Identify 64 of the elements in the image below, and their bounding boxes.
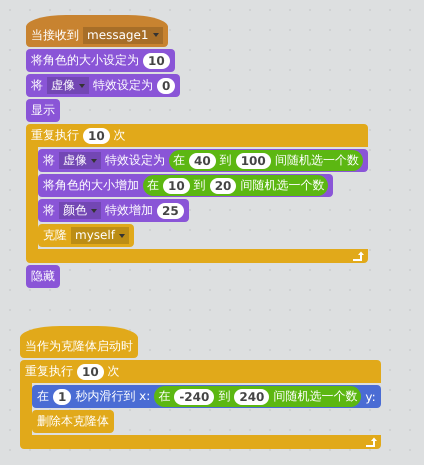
reporter-block	[143, 175, 328, 196]
block-label: 将角色的大小增加	[43, 177, 139, 194]
block-label: 重复执行	[31, 127, 79, 144]
hat-block	[20, 326, 138, 358]
block-label: y:	[365, 390, 376, 404]
number-input: 10	[163, 178, 190, 194]
command-block	[38, 199, 189, 222]
block-label: 重复执行	[25, 363, 73, 380]
block-label: 将角色的大小设定为	[31, 52, 139, 69]
number-input: 1	[53, 388, 72, 404]
block-label: 到	[194, 177, 206, 194]
command-block	[38, 174, 334, 197]
block-label: 隐藏	[31, 268, 55, 285]
block-label: 间随机选一个数	[273, 388, 358, 405]
dropdown-menu: myself	[71, 227, 129, 244]
block-label: 将	[31, 77, 43, 94]
hat-block	[26, 15, 168, 47]
command-block	[26, 99, 60, 122]
number-input: 40	[189, 152, 216, 168]
block-label: 显示	[31, 102, 55, 119]
number-input: 240	[234, 388, 270, 404]
block-label: 到	[220, 152, 232, 169]
command-block	[32, 385, 381, 408]
block-label: 当接收到	[31, 26, 79, 44]
number-input: 20	[210, 178, 236, 194]
block-label: 秒内滑行到 x:	[75, 388, 150, 405]
number-input: 10	[143, 52, 170, 68]
block-label: 在	[37, 388, 49, 405]
reporter-block	[154, 386, 362, 407]
block-label: 次	[108, 363, 120, 380]
number-input: 10	[83, 128, 110, 144]
block-label: 间随机选一个数	[274, 152, 359, 169]
block-label: 在	[158, 388, 170, 405]
dropdown-menu: message1	[83, 26, 163, 44]
block-label: 将	[43, 152, 55, 169]
block-label: 在	[173, 152, 185, 169]
command-block	[38, 224, 134, 247]
command-block	[32, 410, 114, 433]
number-input: 0	[157, 78, 176, 94]
block-label: 特效设定为	[93, 77, 153, 94]
dropdown-menu: 颜色	[59, 202, 101, 219]
block-label: 间随机选一个数	[240, 177, 324, 194]
block-label: 删除本克隆体	[37, 413, 109, 430]
loop-block	[26, 124, 368, 263]
dropdown-menu: 虚像	[59, 152, 101, 169]
number-input: 100	[236, 152, 271, 168]
reporter-block	[169, 150, 363, 171]
command-block	[26, 74, 180, 97]
command-block	[26, 265, 60, 288]
block-label: 克隆	[43, 227, 67, 244]
block-label: 将	[43, 202, 55, 219]
dropdown-menu: 虚像	[47, 77, 89, 94]
number-input: -240	[174, 388, 214, 404]
command-block	[26, 49, 175, 72]
block-label: 次	[114, 127, 126, 144]
command-block	[38, 149, 368, 172]
block-label: 在	[147, 177, 159, 194]
block-label: 特效增加	[105, 202, 153, 219]
number-input: 25	[157, 202, 184, 218]
block-label: 到	[218, 388, 230, 405]
loop-block	[20, 360, 381, 449]
block-label: 当作为克隆体启动时	[25, 338, 133, 354]
block-label: 特效设定为	[105, 152, 165, 169]
number-input: 10	[77, 364, 104, 380]
